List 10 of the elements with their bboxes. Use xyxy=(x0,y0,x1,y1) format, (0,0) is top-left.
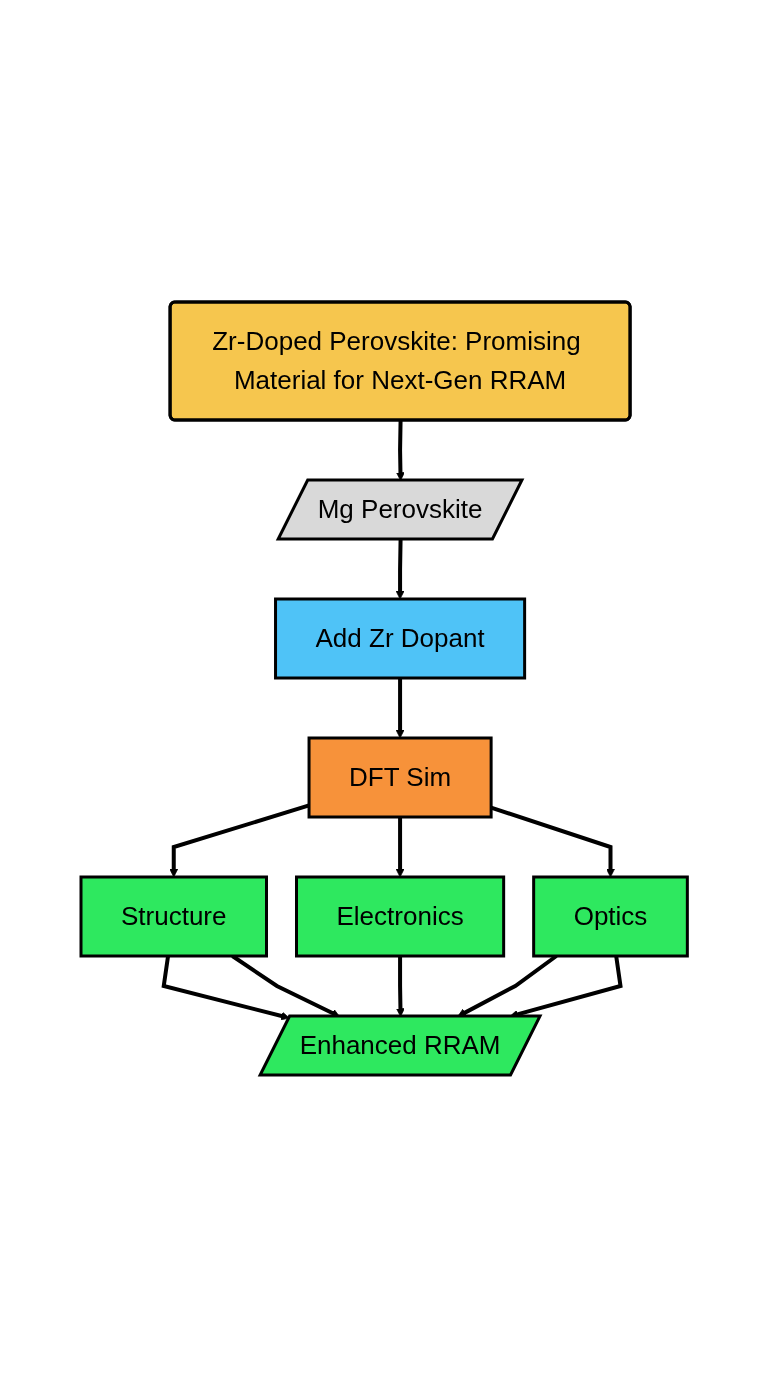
node-box: Electronics xyxy=(294,875,505,957)
node-box: Optics xyxy=(532,875,689,957)
node-box: Structure xyxy=(79,875,268,957)
arrow xyxy=(395,816,405,877)
arrow xyxy=(161,955,290,1020)
arrow xyxy=(490,805,615,877)
node-box: Add Zr Dopant xyxy=(273,597,526,679)
arrow xyxy=(395,677,405,738)
arrow xyxy=(395,538,405,599)
node-box: DFT Sim xyxy=(307,736,493,818)
